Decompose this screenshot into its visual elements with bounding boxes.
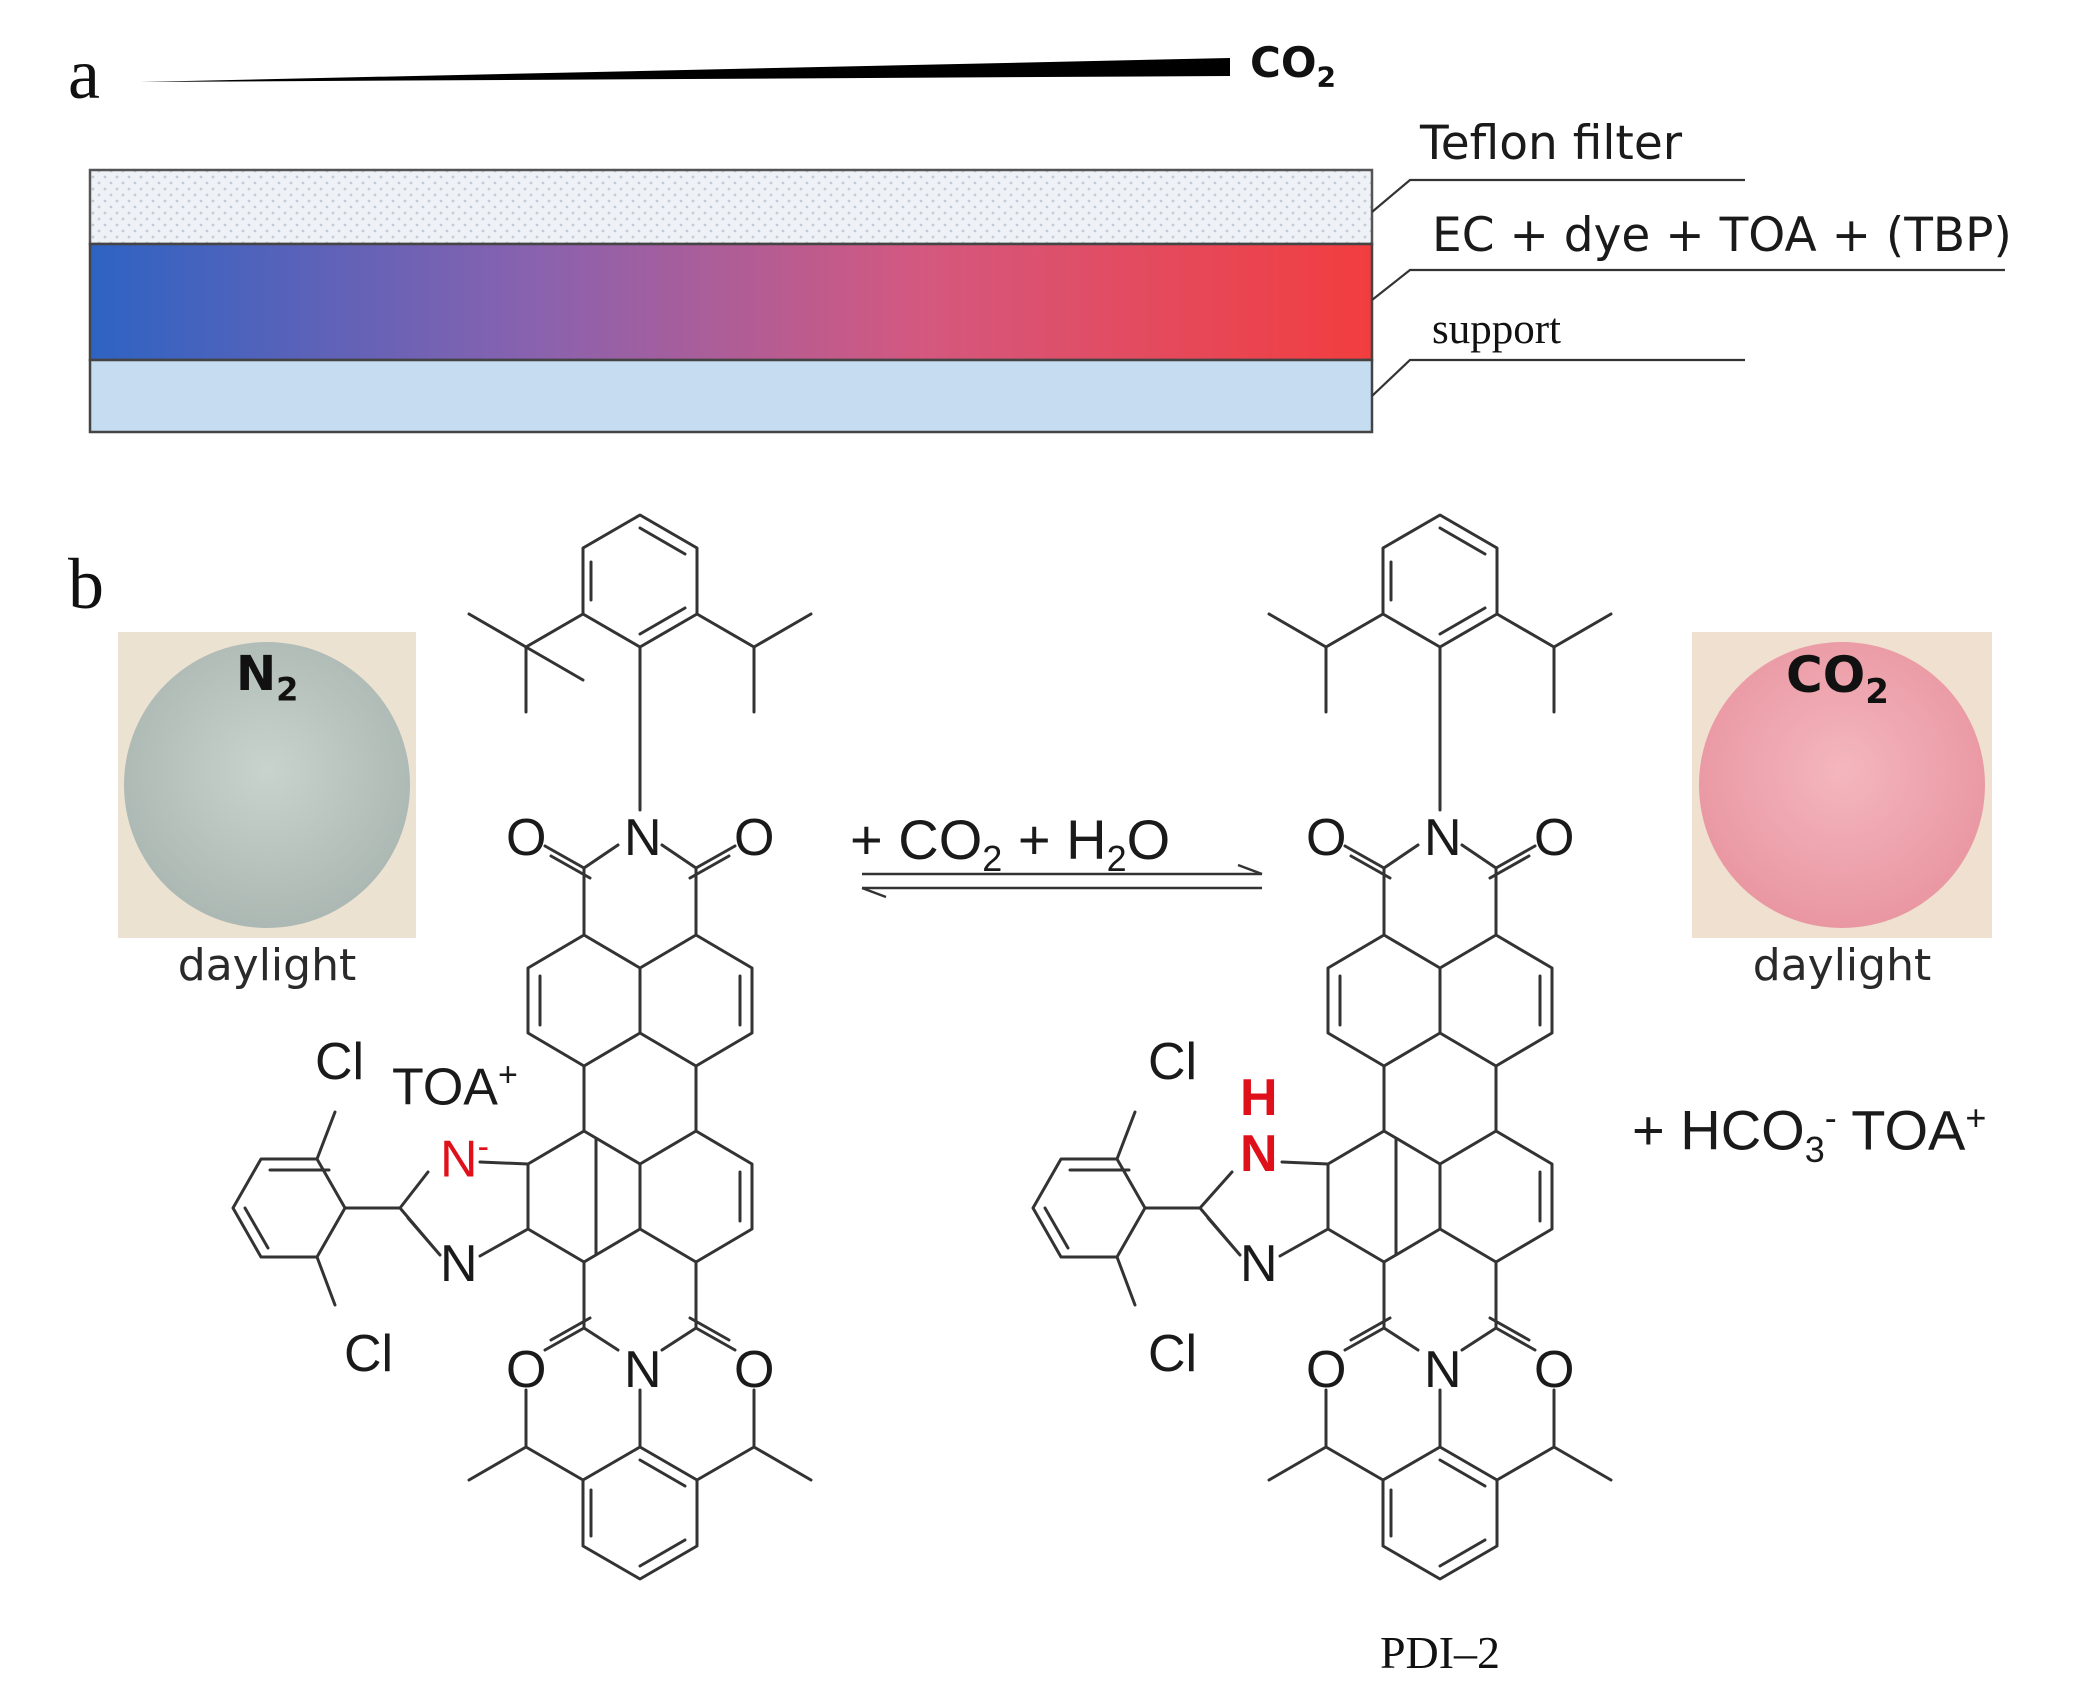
n2-disk-label: N2 <box>236 650 298 706</box>
compound-label: PDI–2 <box>1379 1627 1501 1678</box>
right-cl-top: Cl <box>1148 1033 1198 1091</box>
left-o-bottom-left: O <box>506 1341 547 1399</box>
left-n-anion-sup: - <box>477 1128 489 1166</box>
left-n-top: N <box>624 809 662 867</box>
right-o-top-left: O <box>1306 809 1347 867</box>
co2-disk-label-text: CO <box>1786 646 1866 704</box>
left-n-bottom: N <box>624 1341 662 1399</box>
left-o-bottom-right: O <box>734 1341 775 1399</box>
teflon-filter-layer <box>88 168 1374 246</box>
byproduct-sup: - <box>1824 1097 1837 1138</box>
left-cl-bottom: Cl <box>344 1325 394 1383</box>
left-toa-label: TOA+ <box>392 1058 518 1113</box>
right-n-top: N <box>1424 809 1462 867</box>
reaction-sub-2: 2 <box>1106 838 1127 880</box>
byproduct-sup-2: + <box>1965 1097 1987 1138</box>
left-toa-sup: + <box>497 1056 518 1094</box>
co2-disk-label-sub: 2 <box>1865 672 1889 712</box>
co2-daylight-caption: daylight <box>1752 940 1932 991</box>
byproduct-sub: 3 <box>1804 1128 1825 1170</box>
n2-disk-label-sub: 2 <box>276 670 299 709</box>
left-cl-top: Cl <box>315 1033 365 1091</box>
byproduct-label: + HCO3- TOA+ <box>1632 1100 1986 1168</box>
left-o-top-right: O <box>734 809 775 867</box>
reaction-part-3: O <box>1126 808 1171 871</box>
dye-layer <box>88 242 1374 362</box>
panel-b-label: b <box>68 544 104 624</box>
co2-gradient-label: CO2 <box>1250 42 1336 91</box>
right-cl-bottom: Cl <box>1148 1325 1198 1383</box>
left-o-top-left: O <box>506 809 547 867</box>
co2-gradient-wedge <box>140 58 1230 82</box>
reaction-sub-1: 2 <box>982 838 1003 880</box>
equilibrium-arrows <box>861 863 1263 899</box>
layer-leader-lines <box>1371 178 2005 397</box>
co2-gradient-label-sub: 2 <box>1316 60 1337 94</box>
n2-sample-disk <box>124 642 410 928</box>
teflon-filter-label: Teflon filter <box>1420 116 1683 171</box>
left-n-anion-text: N <box>440 1130 478 1189</box>
right-h: H <box>1240 1069 1278 1127</box>
left-n-anion: N- <box>440 1130 489 1185</box>
right-molecule-bonds <box>1031 513 1613 1581</box>
right-n-bottom: N <box>1424 1341 1462 1399</box>
right-nh: N <box>1240 1125 1278 1183</box>
left-toa-text: TOA <box>392 1058 498 1117</box>
support-label: support <box>1432 306 1561 353</box>
left-n-imidazole: N <box>440 1235 478 1293</box>
byproduct-part-1: + HCO <box>1632 1098 1805 1162</box>
reaction-conditions: + CO2 + H2O <box>850 812 1170 877</box>
right-o-bottom-left: O <box>1306 1341 1347 1399</box>
right-o-top-right: O <box>1534 809 1575 867</box>
n2-daylight-caption: daylight <box>177 940 357 991</box>
co2-gradient-label-text: CO <box>1250 38 1317 87</box>
reaction-part-1: + CO <box>850 808 983 871</box>
dye-layer-label: EC + dye + TOA + (TBP) <box>1432 208 2012 263</box>
right-o-bottom-right: O <box>1534 1341 1575 1399</box>
left-molecule-bonds <box>231 513 813 1581</box>
support-layer <box>88 358 1374 434</box>
reaction-part-2: + H <box>1002 808 1107 871</box>
n2-disk-label-text: N <box>236 646 277 702</box>
panel-a-label: a <box>68 34 100 114</box>
co2-sample-disk <box>1699 642 1985 928</box>
right-n-imidazole: N <box>1240 1235 1278 1293</box>
byproduct-part-2: TOA <box>1836 1098 1966 1162</box>
co2-disk-label: CO2 <box>1786 650 1889 709</box>
